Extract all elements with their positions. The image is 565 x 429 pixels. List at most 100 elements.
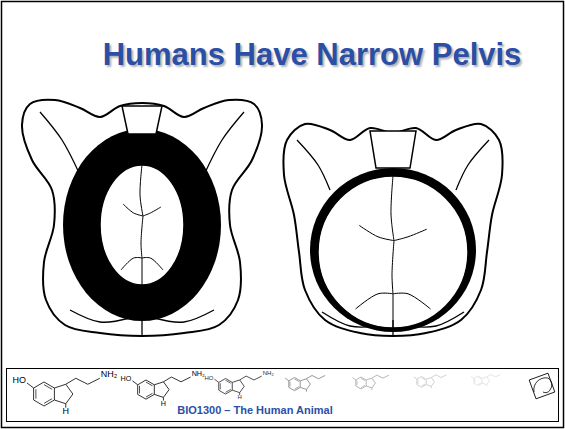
double-bond: [422, 384, 426, 386]
skull-suture: [142, 258, 143, 285]
chemical-atom-label: H: [161, 400, 166, 407]
pubic-symphysis: [141, 320, 142, 336]
skull-suture: [123, 204, 143, 216]
skull-suture: [121, 257, 142, 270]
logo-spiral: [534, 378, 552, 393]
chemical-bond: [426, 378, 434, 387]
double-bond: [44, 385, 52, 390]
double-bond: [290, 382, 291, 387]
molecule-structure: [353, 375, 389, 390]
pelvic-inlet: [310, 168, 476, 332]
double-bond: [417, 380, 418, 384]
chemical-atom-label: HO: [204, 375, 213, 381]
chemical-bond: [154, 382, 169, 398]
double-bond: [295, 379, 299, 382]
slide-title: Humans Have Narrow Pelvis: [103, 37, 522, 73]
sacrum: [122, 106, 162, 134]
pelvis-illustrations: [22, 100, 503, 336]
logo-square: [529, 373, 555, 399]
double-bond: [295, 387, 299, 390]
molecule-structure: [27, 378, 100, 407]
chemical-bond: [487, 375, 501, 377]
chemical-bond: [214, 379, 218, 382]
chemical-bond: [353, 378, 356, 381]
chemical-bond: [163, 377, 190, 382]
molecule-structure: [132, 377, 190, 401]
double-bond: [361, 385, 365, 387]
chemical-bond: [431, 375, 446, 378]
skull-suture: [394, 229, 427, 240]
molecule-structure: [214, 376, 261, 395]
chemical-atom-label: NH₂: [263, 370, 274, 376]
chemical-atom-label: NH₂: [101, 370, 118, 379]
bone-contour: [204, 112, 244, 175]
chemical-bond: [486, 385, 487, 387]
chemical-bond: [138, 380, 155, 399]
double-bond: [478, 383, 481, 385]
double-bond: [478, 377, 481, 379]
pubic-symphysis: [392, 320, 393, 336]
chemical-atom-label: H: [237, 394, 241, 400]
chemical-bond: [285, 378, 289, 381]
chemical-bond: [27, 383, 34, 388]
double-bond: [361, 378, 365, 380]
skull-suture: [393, 293, 431, 309]
chemical-bond: [300, 379, 310, 390]
skull-suture: [359, 225, 394, 240]
chemical-bond: [232, 380, 244, 393]
molecule-structure: [414, 375, 447, 388]
chemical-bond: [414, 377, 417, 379]
chemical-atom-label: HO: [121, 375, 132, 382]
double-bond: [35, 389, 36, 398]
chemical-bond: [471, 376, 474, 378]
chemical-bond: [482, 377, 489, 385]
chemical-atom-label: HO: [13, 376, 27, 385]
double-bond: [44, 399, 52, 404]
double-bond: [474, 379, 475, 383]
chemical-bond: [372, 375, 389, 378]
chemical-bond: [366, 378, 375, 388]
bone-contour: [297, 140, 330, 190]
chemical-bond: [240, 376, 262, 380]
chemical-bond: [54, 384, 72, 403]
molecule-structure: [285, 375, 325, 391]
chemical-bond: [306, 389, 307, 391]
chemical-bond: [289, 378, 300, 391]
serotonin-molecules: [27, 375, 500, 408]
chemical-bond: [431, 386, 432, 388]
skull-suture: [392, 241, 394, 294]
pelvis-outline: [22, 100, 262, 336]
double-bond: [220, 383, 221, 389]
chemical-atom-label: H: [63, 407, 70, 416]
double-bond: [139, 386, 140, 393]
pelvic-inlet: [63, 129, 221, 321]
bone-contour: [456, 140, 489, 190]
corner-logo: [529, 373, 555, 399]
pelvis: [283, 124, 502, 336]
course-footer: BIO1300 – The Human Animal: [177, 405, 332, 416]
chemical-atom-label: NH₂: [192, 370, 205, 377]
double-bond: [226, 380, 231, 383]
molecule-structure: [471, 375, 500, 387]
fetal-skull: [318, 176, 468, 328]
footer-strip: [7, 369, 559, 422]
pelvis: [22, 100, 262, 336]
chemical-bond: [219, 379, 233, 395]
double-bond: [146, 393, 152, 397]
double-bond: [356, 381, 357, 386]
double-bond: [422, 378, 426, 380]
chemical-bond: [371, 388, 372, 390]
skull-suture: [356, 293, 394, 309]
chemical-bond: [356, 377, 366, 389]
skull-suture: [142, 257, 163, 270]
skull-suture: [391, 176, 394, 241]
double-bond: [146, 382, 152, 386]
chemical-bond: [66, 378, 100, 384]
chemical-bond: [474, 376, 482, 386]
chemical-bond: [132, 381, 137, 385]
bone-contour: [40, 112, 80, 175]
skull-suture: [143, 207, 161, 216]
skull-suture: [140, 165, 143, 216]
